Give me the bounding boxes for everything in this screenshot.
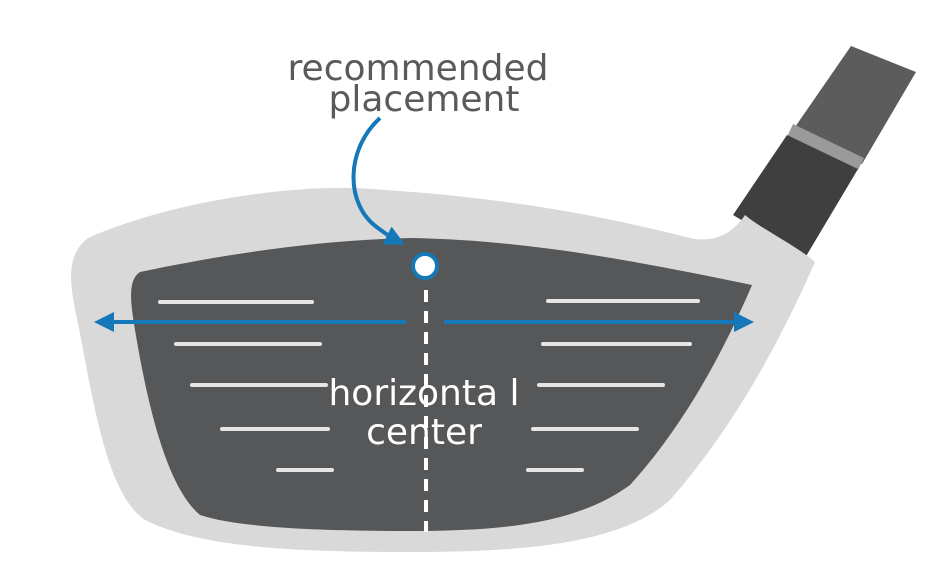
circle-marker-icon xyxy=(411,252,439,280)
recommended-label-line1: recommended xyxy=(288,48,549,89)
curved-arrow-icon xyxy=(351,116,405,245)
grooves-left xyxy=(158,300,334,472)
center-label-line1: horizonta l xyxy=(328,373,519,414)
hosel-band xyxy=(787,124,864,170)
hosel-ferrule xyxy=(733,135,858,258)
club-face xyxy=(131,238,752,531)
hosel-top xyxy=(793,46,916,164)
hosel xyxy=(733,46,916,258)
recommended-label-line2: placement xyxy=(328,79,519,120)
center-label-line2: center xyxy=(366,412,482,453)
grooves-right xyxy=(526,299,700,472)
